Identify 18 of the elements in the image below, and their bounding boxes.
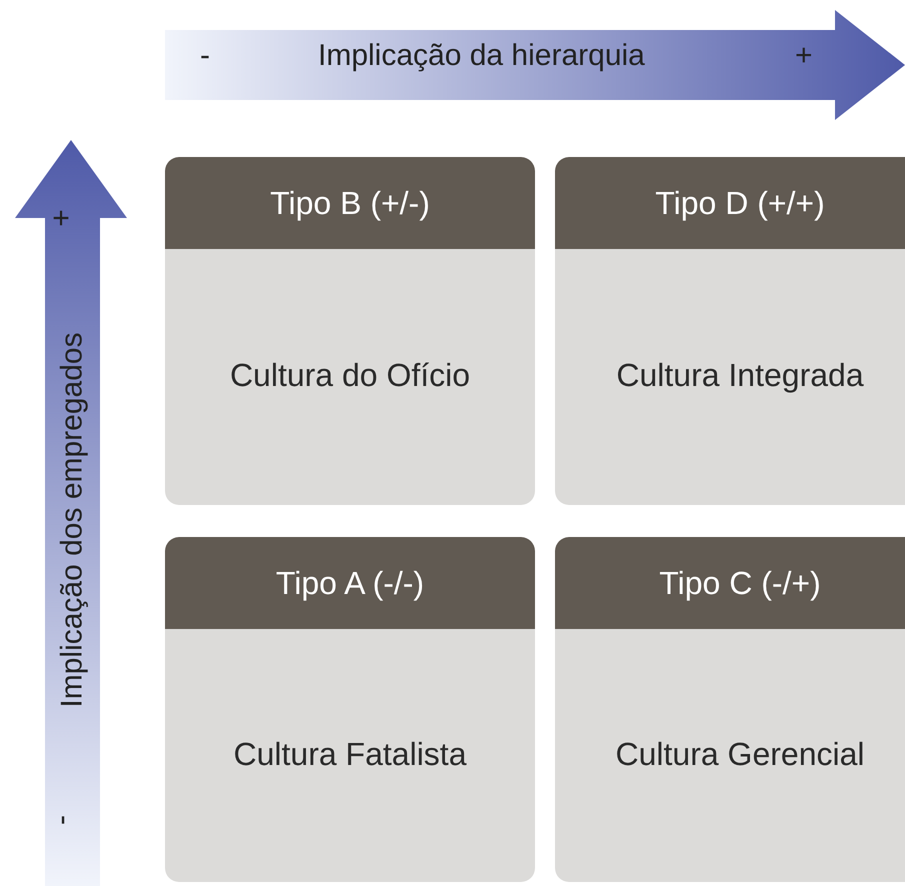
quadrant-header: Tipo D (+/+) xyxy=(555,157,905,249)
quadrant-title: Cultura Fatalista xyxy=(232,736,468,772)
axis-sign: + xyxy=(795,39,813,73)
quadrant-card xyxy=(555,537,905,882)
quadrant-header: Tipo B (+/-) xyxy=(165,157,535,249)
quadrant-header: Tipo A (-/-) xyxy=(165,537,535,629)
quadrant-card xyxy=(165,537,535,882)
quadrant-title: Cultura Integrada xyxy=(615,357,865,394)
axis-sign: + xyxy=(44,209,79,227)
axis-sign: - xyxy=(45,815,79,825)
quadrant-card xyxy=(555,157,905,505)
quadrant-title: Cultura Gerencial xyxy=(614,736,866,772)
axis-sign: - xyxy=(200,39,210,73)
quadrant-title: Cultura do Ofício xyxy=(228,357,472,394)
quadrant-card xyxy=(165,157,535,505)
quadrant-header: Tipo C (-/+) xyxy=(555,537,905,629)
axis-label: Implicação da hierarquia xyxy=(318,39,645,73)
axis-label: Implicação dos empregados xyxy=(55,332,90,708)
